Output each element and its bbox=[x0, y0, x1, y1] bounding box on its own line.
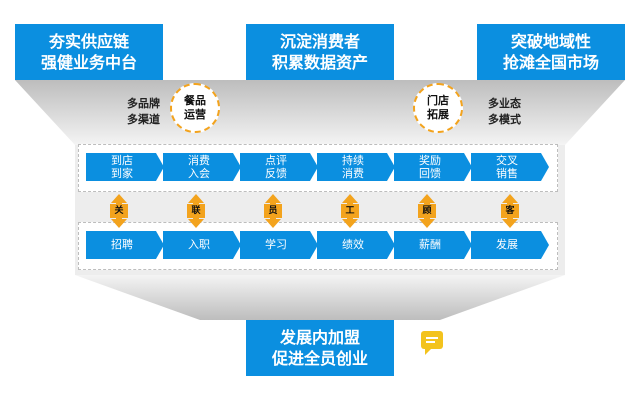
top-box-line: 突破地域性 bbox=[510, 32, 591, 51]
customer-step: 点评 反馈 bbox=[240, 153, 318, 181]
connector: 员 bbox=[264, 194, 282, 228]
customer-step: 交叉 销售 bbox=[471, 153, 549, 181]
customer-step: 持续 消费 bbox=[317, 153, 395, 181]
connector: 联 bbox=[187, 194, 205, 228]
employee-step: 薪酬 bbox=[394, 231, 472, 259]
bottom-box-line: 促进全员创业 bbox=[271, 349, 368, 368]
connector-badge: 顾 bbox=[418, 204, 436, 218]
top-box-line: 强健业务中台 bbox=[40, 53, 137, 72]
top-box-national-market: 突破地域性 抢滩全国市场 bbox=[477, 24, 625, 80]
employee-step: 发展 bbox=[471, 231, 549, 259]
chat-bubble-icon bbox=[421, 331, 443, 355]
circle-line: 拓展 bbox=[427, 108, 449, 121]
connector-badge: 联 bbox=[187, 204, 205, 218]
top-box-consumer-data: 沉淀消费者 积累数据资产 bbox=[246, 24, 394, 80]
top-box-line: 积累数据资产 bbox=[271, 53, 368, 72]
step-line: 到家 bbox=[111, 167, 133, 180]
connector: 关 bbox=[110, 194, 128, 228]
step-line: 消费 bbox=[188, 154, 210, 167]
step-line: 奖励 bbox=[419, 154, 441, 167]
connector: 客 bbox=[501, 194, 519, 228]
connector-badge: 工 bbox=[341, 204, 359, 218]
connector-badge: 关 bbox=[110, 204, 128, 218]
label-line: 多渠道 bbox=[127, 113, 160, 126]
step-line: 反馈 bbox=[265, 167, 287, 180]
top-box-line: 夯实供应链 bbox=[48, 32, 129, 51]
customer-step: 到店 到家 bbox=[86, 153, 164, 181]
employee-step: 绩效 bbox=[317, 231, 395, 259]
top-box-supply-chain: 夯实供应链 强健业务中台 bbox=[15, 24, 163, 80]
connector: 顾 bbox=[418, 194, 436, 228]
step-line: 消费 bbox=[342, 167, 364, 180]
employee-step: 学习 bbox=[240, 231, 318, 259]
circle-line: 门店 bbox=[427, 94, 449, 107]
step-line: 回馈 bbox=[419, 167, 441, 180]
step-line: 销售 bbox=[496, 167, 518, 180]
employee-step: 招聘 bbox=[86, 231, 164, 259]
step-line: 点评 bbox=[265, 154, 287, 167]
connector-badge: 员 bbox=[264, 204, 282, 218]
customer-step: 消费 入会 bbox=[163, 153, 241, 181]
connector-badge: 客 bbox=[501, 204, 519, 218]
bottom-box-franchise: 发展内加盟 促进全员创业 bbox=[246, 320, 394, 376]
label-multi-brand: 多品牌 多渠道 bbox=[108, 96, 160, 128]
circle-food-operations: 餐品 运营 bbox=[170, 83, 220, 133]
label-line: 多品牌 bbox=[127, 97, 160, 110]
circle-line: 餐品 bbox=[184, 94, 206, 107]
employee-step: 入职 bbox=[163, 231, 241, 259]
customer-step: 奖励 回馈 bbox=[394, 153, 472, 181]
step-line: 交叉 bbox=[496, 154, 518, 167]
step-line: 持续 bbox=[342, 154, 364, 167]
circle-line: 运营 bbox=[184, 108, 206, 121]
label-multi-format: 多业态 多模式 bbox=[488, 96, 540, 128]
top-box-line: 抢滩全国市场 bbox=[502, 53, 599, 72]
circle-store-expansion: 门店 拓展 bbox=[413, 83, 463, 133]
label-line: 多模式 bbox=[488, 113, 521, 126]
step-line: 入会 bbox=[188, 167, 210, 180]
connector: 工 bbox=[341, 194, 359, 228]
top-box-line: 沉淀消费者 bbox=[279, 32, 360, 51]
label-line: 多业态 bbox=[488, 97, 521, 110]
step-line: 到店 bbox=[111, 154, 133, 167]
bottom-box-line: 发展内加盟 bbox=[279, 328, 360, 347]
